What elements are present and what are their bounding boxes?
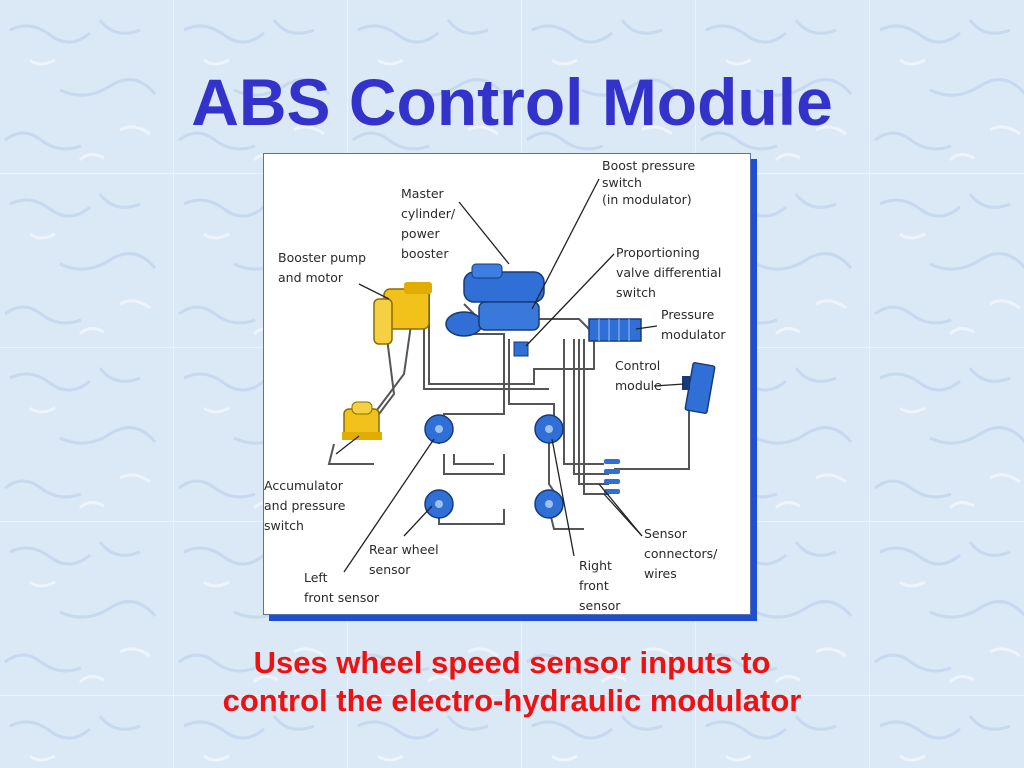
wheel-sensor-front-left [424,414,454,444]
label-control-module: Control module [615,358,664,393]
master-cylinder-booster [445,263,545,337]
abs-diagram: Boost pressure switch (in modulator) Mas… [264,158,726,613]
label-left-front-sensor: Left front sensor [304,570,380,605]
slide-title: ABS Control Module [191,65,833,139]
pressure-modulator [588,318,642,342]
caption-line-1: Uses wheel speed sensor inputs to [253,645,771,680]
leader-lines [335,178,685,573]
label-pressure-modulator: Pressure modulator [661,307,726,342]
label-rear-wheel-sensor: Rear wheel sensor [369,542,443,577]
label-master-cylinder: Master cylinder/ power booster [401,186,459,261]
slide-caption: Uses wheel speed sensor inputs to contro… [0,644,1024,720]
label-accumulator: Accumulator and pressure switch [264,478,349,533]
booster-pump-motor [373,282,432,345]
caption-line-2: control the electro-hydraulic modulator [222,683,802,718]
label-right-front-sensor: Right front sensor [579,558,621,613]
label-sensor-connectors: Sensor connectors/ wires [644,526,721,581]
proportioning-valve [513,341,529,357]
wheel-sensor-rear-left [424,489,454,519]
accumulator-pressure-switch [342,401,382,440]
label-boost-pressure-switch: Boost pressure switch (in modulator) [602,158,699,207]
wheel-sensor-front-right [534,414,564,444]
label-proportioning-valve: Proportioning valve differential switch [616,245,725,300]
abs-diagram-frame: Boost pressure switch (in modulator) Mas… [263,153,751,615]
control-module [682,362,716,414]
label-booster-pump: Booster pump and motor [278,250,370,285]
wheel-sensor-rear-right [534,489,564,519]
sensor-connectors [604,459,620,494]
